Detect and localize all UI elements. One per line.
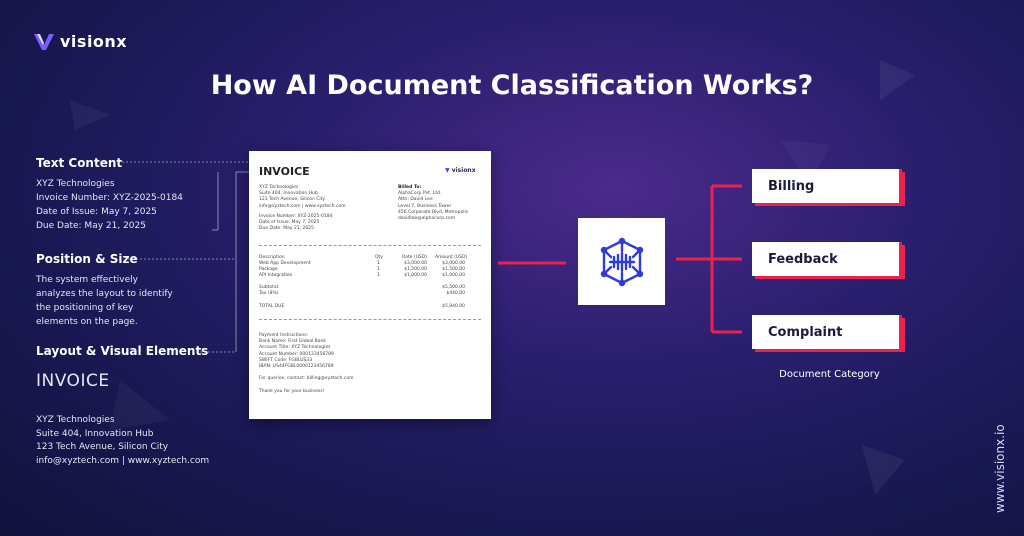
watermark-text: www.visionx.io <box>993 424 1007 513</box>
subtotal-label: Subtotal: <box>259 285 280 290</box>
payment-line: Account Number: 000123456789 <box>259 351 334 357</box>
subtotal-value: $5,500.00 <box>442 285 465 290</box>
text-line: XYZ Technologies <box>36 179 115 189</box>
billed-to-label: Billed To: <box>398 185 422 190</box>
from-line: Suite 404, Innovation Hub <box>259 191 318 197</box>
billed-line: 456 Corporate Blvd, Metropolis <box>398 209 469 215</box>
payment-line: Account Title: XYZ Technologies <box>259 345 331 351</box>
table-cell: API Integration <box>259 273 293 278</box>
thanks-line: Thank you for your business! <box>259 389 325 394</box>
invoice-word: INVOICE <box>36 371 110 391</box>
document-category-label: Document Category <box>779 369 880 380</box>
brand-logo: visionx <box>34 32 127 51</box>
table-cell: 1 <box>377 261 380 266</box>
text-line: info@xyztech.com | www.xyztech.com <box>36 455 210 466</box>
meta-line: Date of Issue: May 7, 2025 <box>259 220 320 226</box>
text-line: analyzes the layout to identify <box>36 289 173 299</box>
column-header: Description <box>259 255 285 260</box>
tax-label: Tax (8%) <box>259 291 279 296</box>
visionx-logo-icon <box>34 33 54 50</box>
payment-line: Payment Instructions: <box>259 333 309 338</box>
table-cell: $3,000.00 <box>442 261 465 266</box>
table-cell: $1,500.00 <box>442 267 465 272</box>
billed-line: Level 7, Business Tower <box>398 203 452 209</box>
text-line: Date of Issue: May 7, 2025 <box>36 207 157 217</box>
payment-line: IBAN: US44FGBL0000123456789 <box>259 364 334 370</box>
column-header: Qty <box>375 255 383 260</box>
text-line: XYZ Technologies <box>36 415 115 425</box>
layout-visual-heading: Layout & Visual Elements <box>36 344 209 358</box>
position-size-list: The system effectively analyzes the layo… <box>36 273 173 329</box>
visionx-logo-icon: ▼ <box>445 167 450 174</box>
text-line: Suite 404, Innovation Hub <box>36 428 154 439</box>
layout-visual-list: XYZ Technologies Suite 404, Innovation H… <box>36 414 209 468</box>
page-title: How AI Document Classification Works? <box>210 70 814 101</box>
table-cell: $1,500.00 <box>404 267 427 272</box>
column-header: Amount (USD) <box>435 255 468 260</box>
website-watermark: www.visionx.io <box>993 424 1007 513</box>
category-feedback: Feedback <box>752 242 902 276</box>
divider <box>259 319 481 320</box>
invoice-document: INVOICE ▼ visionx XYZ Technologies Suite… <box>249 151 491 419</box>
table-cell: $1,000.00 <box>442 273 465 278</box>
table-cell: Package <box>259 267 278 272</box>
meta-line: Due Date: May 21, 2025 <box>259 226 314 232</box>
table-cell: Web App Development <box>259 261 311 266</box>
position-size-heading: Position & Size <box>36 252 138 266</box>
invoice-title: INVOICE <box>259 165 310 178</box>
text-content-list: XYZ Technologies Invoice Number: XYZ-202… <box>36 177 183 233</box>
table-cell: $1,000.00 <box>404 273 427 278</box>
billed-line: AlphaCorp Pvt. Ltd. <box>398 191 442 197</box>
text-line: Due Date: May 21, 2025 <box>36 221 146 231</box>
text-line: The system effectively <box>36 275 138 285</box>
total-value: $5,940.00 <box>442 304 465 309</box>
brand-name: visionx <box>60 32 128 51</box>
divider <box>259 245 481 246</box>
table-cell: $3,000.00 <box>404 261 427 266</box>
category-billing: Billing <box>752 169 902 203</box>
table-cell: 1 <box>377 267 380 272</box>
ai-classifier-box <box>578 218 665 305</box>
billed-line: Attn: David Lee <box>398 197 433 203</box>
from-line: info@xyztech.com | www.xyztech.com <box>259 203 346 209</box>
text-content-heading: Text Content <box>36 156 123 170</box>
invoice-logo-text: visionx <box>451 167 476 174</box>
billed-to: Billed To: AlphaCorp Pvt. Ltd. Attn: Dav… <box>398 185 468 222</box>
text-line: Invoice Number: XYZ-2025-0184 <box>36 193 183 203</box>
tax-value: $440.00 <box>446 291 465 296</box>
table-cell: 1 <box>377 273 380 278</box>
text-line: 123 Tech Avenue, Silicon City <box>36 442 169 452</box>
meta-line: Invoice Number: XYZ-2025-0184 <box>259 214 333 219</box>
invoice-from: XYZ Technologies Suite 404, Innovation H… <box>259 185 346 210</box>
invoice-logo: ▼ visionx <box>445 167 476 174</box>
payment-line: Bank Name: First Global Bank <box>259 339 326 345</box>
category-complaint: Complaint <box>752 315 902 349</box>
from-line: 123 Tech Avenue, Silicon City <box>259 197 326 203</box>
invoice-meta: Invoice Number: XYZ-2025-0184 Date of Is… <box>259 214 332 233</box>
payment-instructions: Payment Instructions: Bank Name: First G… <box>259 333 334 370</box>
column-header: Rate (USD) <box>402 255 427 260</box>
ai-network-icon <box>600 237 643 286</box>
queries-line: For queries, contact: billing@xyztech.co… <box>259 376 354 381</box>
from-line: XYZ Technologies <box>259 185 299 190</box>
text-line: elements on the page. <box>36 317 138 327</box>
billed-line: davidlee@alphacorp.com <box>398 216 456 222</box>
text-line: the positioning of key <box>36 303 134 313</box>
total-label: TOTAL DUE <box>259 304 285 309</box>
payment-line: SWIFT Code: FGBLUS33 <box>259 357 313 363</box>
